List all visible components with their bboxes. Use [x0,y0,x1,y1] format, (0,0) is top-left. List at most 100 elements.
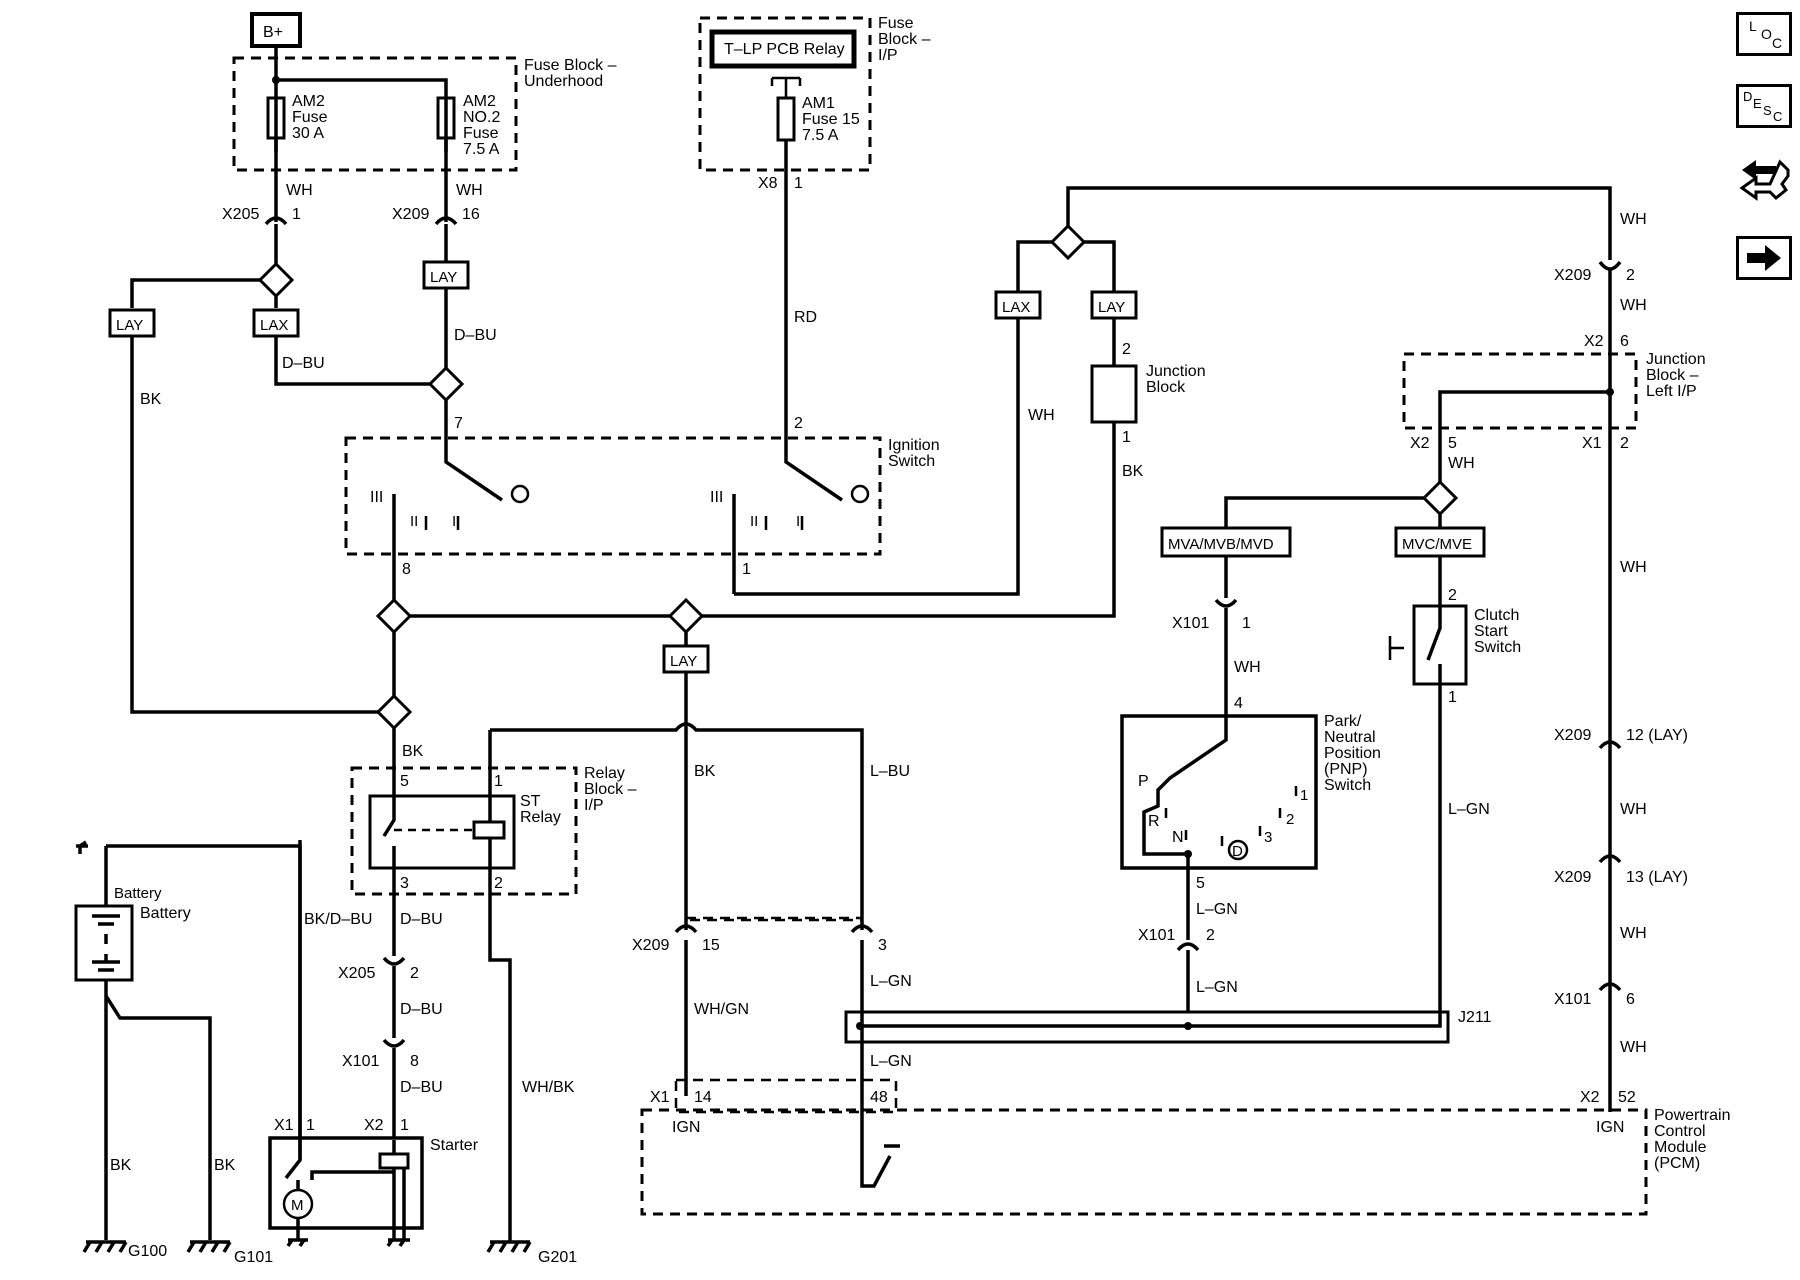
svg-text:D–BU: D–BU [400,1001,443,1018]
svg-text:X101: X101 [342,1053,379,1070]
svg-text:1: 1 [742,561,751,578]
svg-text:LAX: LAX [260,317,288,334]
svg-text:X209: X209 [1554,869,1591,886]
fuse-block-ip-outline [698,16,872,172]
svg-text:Battery: Battery [114,885,162,902]
svg-text:WH: WH [1028,407,1055,424]
svg-text:L–GN: L–GN [1448,801,1490,818]
svg-text:1: 1 [1122,429,1131,446]
splice-left-bplus [257,261,295,299]
svg-text:X2: X2 [1580,1089,1600,1106]
svg-text:LAY: LAY [670,653,697,670]
ground-starter-left [286,1238,308,1247]
x209-connector-dash [684,916,864,922]
pcm-start-input-switch[interactable] [860,1144,900,1188]
svg-text:2: 2 [494,875,503,892]
pnp-switch-body [1120,714,1318,870]
svg-text:P: P [1138,773,1149,790]
connector-x205-2[interactable] [382,956,406,966]
st-relay[interactable] [368,730,516,870]
svg-text:X1: X1 [650,1089,670,1106]
svg-text:1: 1 [794,175,803,192]
location-button[interactable]: L O C [1736,12,1792,56]
svg-text:7.5 A: 7.5 A [463,141,500,158]
svg-text:Start: Start [1474,623,1508,640]
svg-text:B+: B+ [263,24,283,41]
svg-text:RD: RD [794,309,817,326]
svg-text:14: 14 [694,1089,712,1106]
connector-link-button[interactable] [1736,154,1792,201]
battery[interactable] [74,840,134,982]
svg-text:I/P: I/P [878,47,898,64]
svg-text:WH: WH [1620,925,1647,942]
ignition-switch-outline [344,436,882,556]
svg-text:Switch: Switch [1474,639,1521,656]
svg-text:X209: X209 [1554,267,1591,284]
svg-text:AM2: AM2 [292,93,325,110]
connector-x209-2[interactable] [1598,260,1622,271]
splice-ign-3-b [667,597,705,635]
svg-text:O: O [1761,26,1772,42]
ground-g201 [486,1232,532,1253]
pcm-outline [640,1108,1648,1216]
description-button[interactable]: D E S C [1736,84,1792,128]
svg-text:D–BU: D–BU [282,355,325,372]
svg-text:Relay: Relay [520,809,561,826]
svg-text:15: 15 [702,937,720,954]
connector-x209-16[interactable] [434,216,458,226]
option-lay-mid: LAY [662,644,710,674]
pnp-drive-indicator: D [1227,839,1249,861]
option-lay-left: LAY [108,308,156,338]
junction-block-fuse [1090,364,1138,424]
svg-text:IGN: IGN [1596,1119,1624,1136]
svg-text:E: E [1753,96,1762,111]
ignition-switch-left-contact[interactable] [392,448,530,586]
svg-text:Fuse: Fuse [878,15,914,32]
svg-text:III: III [710,489,723,506]
svg-text:X2: X2 [1584,333,1604,350]
connector-x205-1[interactable] [264,216,288,226]
connector-x209-3[interactable] [850,924,874,934]
svg-text:WH: WH [1620,559,1647,576]
svg-text:III: III [370,489,383,506]
connector-x101-6[interactable] [1598,982,1622,992]
starter-motor[interactable] [268,840,424,1240]
svg-text:L–GN: L–GN [1196,901,1238,918]
svg-text:Fuse: Fuse [292,109,328,126]
svg-text:L–GN: L–GN [870,973,912,990]
connector-x209-15[interactable] [674,924,698,934]
svg-text:LAY: LAY [1098,299,1125,316]
svg-text:1: 1 [400,1117,409,1134]
svg-text:1: 1 [292,206,301,223]
svg-text:30 A: 30 A [292,125,324,142]
connector-x209-13[interactable] [1598,854,1622,864]
svg-text:G201: G201 [538,1249,577,1266]
svg-text:3: 3 [1264,829,1272,846]
clutch-start-switch[interactable] [1388,604,1468,686]
svg-text:Junction: Junction [1646,351,1706,368]
connector-x209-12[interactable] [1598,740,1622,750]
svg-text:7: 7 [454,415,463,432]
connector-x101-2[interactable] [1176,942,1200,952]
svg-text:52: 52 [1618,1089,1636,1106]
svg-text:AM2: AM2 [463,93,496,110]
connector-x101-1[interactable] [1214,598,1238,608]
fuse-block-underhood-label: Fuse Block – [524,57,617,74]
next-page-button[interactable] [1736,236,1792,280]
svg-text:Neutral: Neutral [1324,729,1376,746]
svg-text:D–BU: D–BU [454,327,497,344]
svg-text:BK/D–BU: BK/D–BU [304,911,372,928]
svg-text:Switch: Switch [1324,777,1371,794]
connector-x101-8[interactable] [382,1038,406,1048]
svg-text:1: 1 [1448,689,1457,706]
am1-fuse[interactable] [776,96,796,142]
svg-text:D–BU: D–BU [400,1079,443,1096]
option-lax-left: LAX [252,308,300,338]
svg-text:AM1: AM1 [802,95,835,112]
splice-mva-mvc [1421,479,1459,517]
svg-text:BK: BK [110,1157,132,1174]
ignition-switch-right-contact[interactable] [732,448,870,594]
svg-text:8: 8 [402,561,411,578]
svg-text:WH: WH [1448,455,1475,472]
svg-text:NO.2: NO.2 [463,109,500,126]
